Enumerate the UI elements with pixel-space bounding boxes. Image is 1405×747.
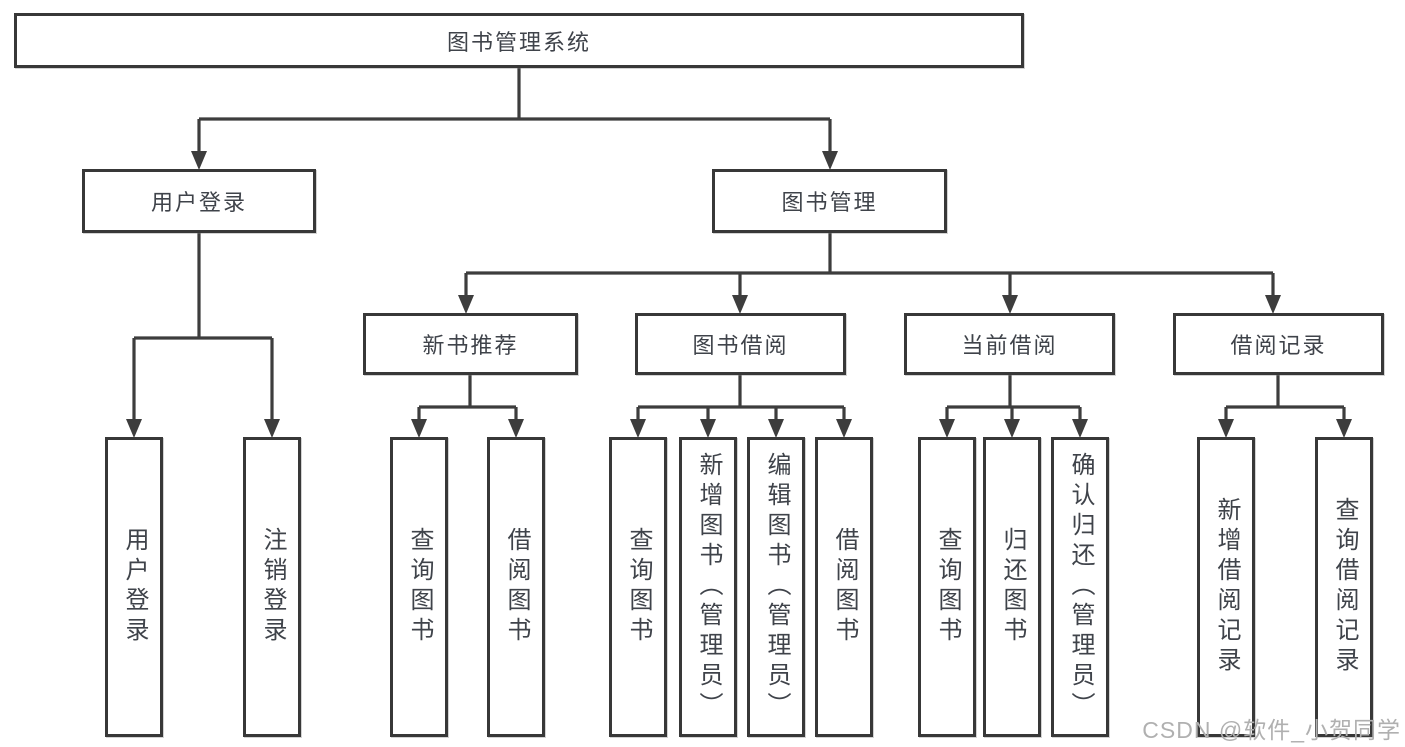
leaf-borrow-books-1: 借阅图书 xyxy=(487,437,545,737)
node-user-login: 用户登录 xyxy=(82,169,316,233)
arrow-down-icon xyxy=(1072,419,1088,438)
connector-bookborrow-to-leaves xyxy=(630,375,852,438)
csdn-watermark: CSDN @软件_小贺同学 xyxy=(1142,717,1401,743)
node-new-book-recommend: 新书推荐 xyxy=(363,313,578,375)
arrow-down-icon xyxy=(1004,419,1020,438)
leaf-label: 查询图书 xyxy=(625,527,652,647)
leaf-label: 新增借阅记录 xyxy=(1213,497,1240,677)
connector-borrowrecords-to-leaves xyxy=(1218,375,1352,438)
arrow-down-icon xyxy=(411,419,427,438)
leaf-label: 确认归还（管理员） xyxy=(1067,452,1094,722)
leaf-label: 注销登录 xyxy=(259,527,286,647)
arrow-down-icon xyxy=(822,151,838,170)
connector-userlogin-to-leaves xyxy=(126,233,280,438)
leaf-label: 借阅图书 xyxy=(503,527,530,647)
leaf-return-books: 归还图书 xyxy=(983,437,1041,737)
leaf-label: 用户登录 xyxy=(121,527,148,647)
leaf-logout: 注销登录 xyxy=(243,437,301,737)
node-borrow-records: 借阅记录 xyxy=(1173,313,1384,375)
leaf-label: 查询借阅记录 xyxy=(1331,497,1358,677)
leaf-label: 查询图书 xyxy=(934,527,961,647)
leaf-edit-books-admin: 编辑图书（管理员） xyxy=(747,437,805,737)
arrow-down-icon xyxy=(191,151,207,170)
arrow-down-icon xyxy=(768,419,784,438)
arrow-down-icon xyxy=(1336,419,1352,438)
arrow-down-icon xyxy=(939,419,955,438)
leaf-label: 借阅图书 xyxy=(831,527,858,647)
leaf-label: 新增图书（管理员） xyxy=(695,452,722,722)
connector-bookmgmt-to-level3 xyxy=(458,233,1281,314)
node-library-management-system: 图书管理系统 xyxy=(14,13,1024,68)
arrow-down-icon xyxy=(630,419,646,438)
leaf-query-books-2: 查询图书 xyxy=(609,437,667,737)
arrow-down-icon xyxy=(700,419,716,438)
arrow-down-icon xyxy=(732,295,748,314)
connector-root-to-level2 xyxy=(191,68,838,170)
node-book-management: 图书管理 xyxy=(712,169,947,233)
leaf-label: 归还图书 xyxy=(999,527,1026,647)
connector-currentborrow-to-leaves xyxy=(939,375,1088,438)
arrow-down-icon xyxy=(836,419,852,438)
leaf-label: 编辑图书（管理员） xyxy=(763,452,790,722)
leaf-query-books-3: 查询图书 xyxy=(918,437,976,737)
arrow-down-icon xyxy=(1002,295,1018,314)
node-book-borrow: 图书借阅 xyxy=(635,313,846,375)
arrow-down-icon xyxy=(458,295,474,314)
arrow-down-icon xyxy=(126,419,142,438)
arrow-down-icon xyxy=(1218,419,1234,438)
node-current-borrow: 当前借阅 xyxy=(904,313,1115,375)
leaf-confirm-return-admin: 确认归还（管理员） xyxy=(1051,437,1109,737)
leaf-query-borrow-record: 查询借阅记录 xyxy=(1315,437,1373,737)
arrow-down-icon xyxy=(264,419,280,438)
leaf-label: 查询图书 xyxy=(406,527,433,647)
leaf-user-login: 用户登录 xyxy=(105,437,163,737)
arrow-down-icon xyxy=(1265,295,1281,314)
leaf-add-books-admin: 新增图书（管理员） xyxy=(679,437,737,737)
leaf-borrow-books-2: 借阅图书 xyxy=(815,437,873,737)
connector-newbook-to-leaves xyxy=(411,375,524,438)
leaf-query-books-1: 查询图书 xyxy=(390,437,448,737)
leaf-add-borrow-record: 新增借阅记录 xyxy=(1197,437,1255,737)
arrow-down-icon xyxy=(508,419,524,438)
